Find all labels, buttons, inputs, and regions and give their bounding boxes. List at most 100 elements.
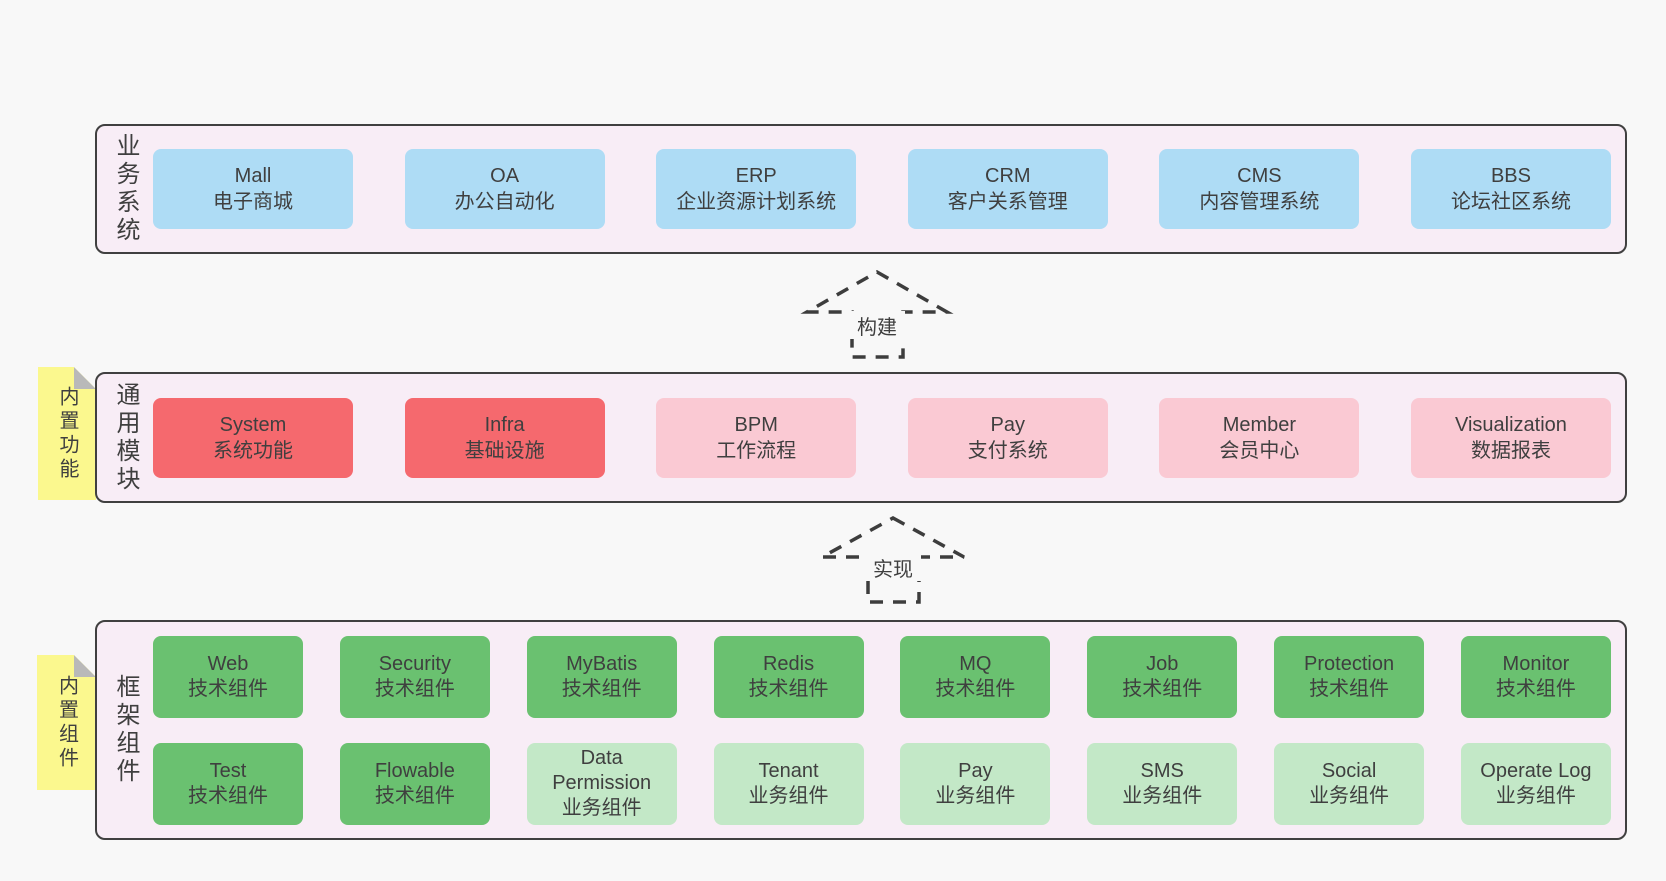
module-name: BBS	[1490, 165, 1531, 187]
module-box-data-permission: Data Permission 业务组件	[526, 742, 677, 825]
module-box-system: System 系统功能	[153, 397, 353, 478]
module-box-cms: CMS 内容管理系统	[1159, 149, 1360, 229]
module-name: Redis	[762, 652, 815, 675]
module-subtitle: 技术组件	[188, 677, 268, 700]
band-title-text: 框架组件	[112, 674, 139, 786]
sticky-note-built-in-features: 内置功能	[38, 367, 96, 500]
module-subtitle: 技术组件	[561, 677, 642, 700]
module-name: BPM	[734, 413, 778, 436]
module-name: Monitor	[1502, 652, 1570, 675]
module-subtitle: 业务组件	[1122, 784, 1203, 807]
module-subtitle: 技术组件	[1122, 677, 1203, 700]
module-name: Protection	[1304, 652, 1395, 675]
note-fold-corner-icon	[74, 655, 96, 677]
arrow-label-implement: 实现	[865, 553, 921, 581]
sticky-note-built-in-components: 内置组件	[37, 655, 96, 790]
module-name: Flowable	[374, 759, 455, 782]
module-box-oa: OA 办公自动化	[404, 149, 605, 229]
module-name: Mall	[234, 165, 272, 187]
module-subtitle: 工作流程	[716, 439, 797, 462]
module-subtitle: 电子商城	[213, 191, 293, 213]
module-name: CRM	[985, 165, 1031, 187]
module-subtitle: 业务组件	[561, 797, 642, 819]
note-fold-corner-icon	[74, 367, 96, 389]
module-subtitle: 技术组件	[374, 784, 455, 807]
module-subtitle: 技术组件	[1309, 677, 1390, 700]
module-subtitle: 技术组件	[188, 784, 268, 807]
band-title: 框架组件	[97, 674, 153, 786]
band-title-text: 通用模块	[112, 381, 139, 494]
module-name: SMS	[1140, 759, 1184, 782]
module-subtitle: 业务组件	[748, 784, 829, 807]
module-subtitle: 业务组件	[1309, 784, 1390, 807]
module-name: Member	[1222, 413, 1297, 436]
module-subtitle: 内容管理系统	[1199, 191, 1320, 213]
module-name: Visualization	[1455, 413, 1567, 436]
module-name: System	[219, 413, 287, 436]
module-subtitle: 技术组件	[1495, 677, 1576, 700]
module-subtitle: 业务组件	[935, 784, 1016, 807]
module-name: Test	[209, 759, 247, 782]
module-name: Tenant	[758, 759, 819, 782]
module-subtitle: 技术组件	[748, 677, 829, 700]
module-name: Pay	[990, 413, 1026, 436]
module-box-bpm: BPM 工作流程	[656, 397, 857, 478]
module-name: OA	[490, 165, 520, 187]
module-name: Operate Log	[1480, 759, 1592, 782]
module-subtitle: 支付系统	[967, 439, 1048, 462]
band-title: 通用模块	[97, 382, 153, 494]
module-name: Data Permission	[552, 747, 652, 794]
module-subtitle: 业务组件	[1495, 784, 1576, 807]
module-box-member: Member 会员中心	[1159, 397, 1360, 478]
module-name: Job	[1146, 652, 1179, 675]
module-subtitle: 技术组件	[374, 677, 455, 700]
module-subtitle: 客户关系管理	[947, 191, 1068, 213]
module-box-visualization: Visualization 数据报表	[1410, 397, 1611, 478]
module-name: CMS	[1237, 165, 1282, 187]
band-title-text: 业务系统	[112, 133, 139, 245]
sticky-note-label: 内置组件	[55, 674, 78, 771]
module-name: MQ	[959, 652, 992, 675]
module-subtitle: 数据报表	[1470, 439, 1551, 462]
module-name: Pay	[958, 759, 993, 782]
module-subtitle: 系统功能	[213, 439, 293, 462]
module-subtitle: 论坛社区系统	[1450, 191, 1571, 213]
module-subtitle: 会员中心	[1219, 439, 1300, 462]
module-subtitle: 办公自动化	[454, 191, 555, 213]
module-subtitle: 技术组件	[935, 677, 1016, 700]
module-subtitle: 基础设施	[464, 439, 545, 462]
module-name: Security	[378, 652, 451, 675]
module-box-mall: Mall 电子商城	[153, 149, 353, 229]
module-name: ERP	[735, 165, 777, 187]
module-box-bbs: BBS 论坛社区系统	[1410, 149, 1611, 229]
band-title: 业务系统	[97, 133, 153, 245]
dashed-up-arrow-implement	[821, 516, 965, 604]
module-box-pay: Pay 支付系统	[907, 397, 1108, 478]
dashed-up-arrow-build	[800, 269, 954, 359]
sticky-note-label: 内置功能	[56, 385, 78, 482]
